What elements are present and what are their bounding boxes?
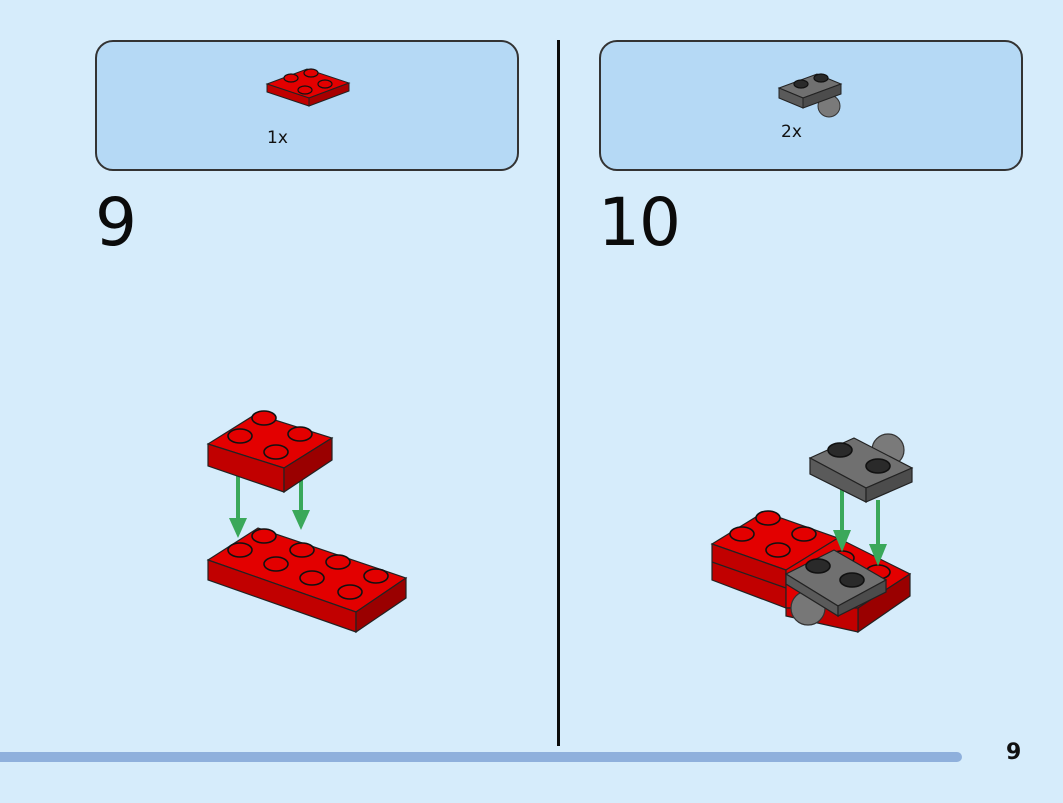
parts-callout-step-9: 1x (95, 40, 519, 171)
step-number: 10 (598, 184, 681, 261)
page-number: 9 (1006, 740, 1022, 765)
red-2x2-plate-icon (265, 68, 351, 107)
step-9-build-illustration (206, 410, 408, 634)
part-quantity: 2x (781, 122, 802, 142)
part-quantity: 1x (267, 128, 288, 148)
step-number: 9 (95, 184, 137, 261)
progress-bar (0, 752, 962, 762)
parts-callout-step-10: 2x (599, 40, 1023, 171)
step-10-build-illustration (710, 433, 914, 634)
page-divider (557, 40, 560, 746)
gray-tow-ball-plate-icon (777, 73, 843, 118)
